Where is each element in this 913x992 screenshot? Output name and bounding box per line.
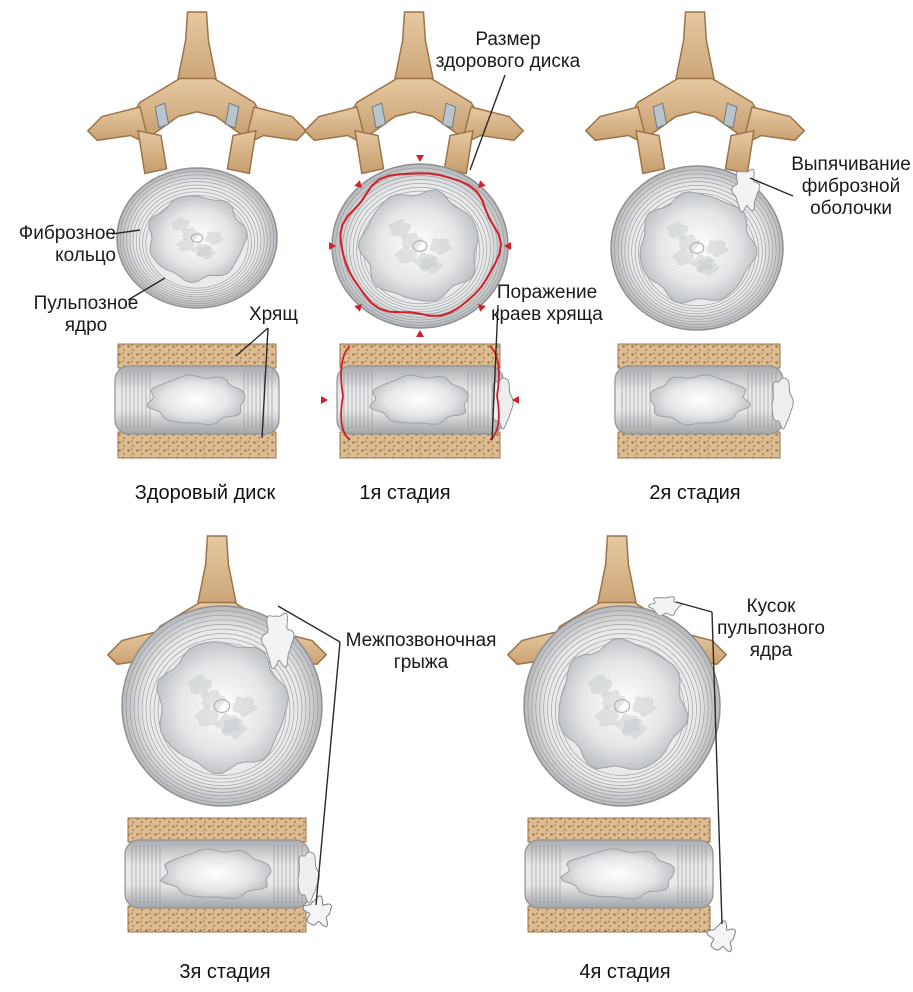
disc-side-stage-1 [337, 344, 513, 458]
vertebra-stage-2 [586, 12, 805, 174]
vertebral-body-upper [128, 818, 306, 842]
label-nucleus-fragment: Кусокпульпозногоядра [706, 596, 836, 662]
caption-stage-4: 4я стадия [550, 960, 700, 984]
vertebral-body-lower [618, 432, 780, 458]
pedicle-right [227, 131, 256, 174]
pressure-arrow [416, 155, 424, 162]
vertebral-body-lower [340, 432, 500, 458]
pedicle-left [138, 131, 167, 174]
vertebral-body-upper [528, 818, 710, 842]
pressure-arrow [354, 180, 362, 188]
vertebral-body-lower [118, 432, 276, 458]
pressure-arrow [478, 180, 486, 188]
nucleus-fragment [707, 921, 736, 952]
disc-top-stage-2 [611, 166, 783, 330]
caption-healthy-disc: Здоровый диск [110, 481, 300, 505]
vertebral-body-lower [128, 906, 306, 932]
label-disc-herniation: Межпозвоночнаягрыжа [336, 630, 506, 674]
vertebral-body-upper [618, 344, 780, 368]
pressure-arrow [354, 304, 362, 312]
pedicle-right [444, 131, 473, 174]
pedicle-left [636, 131, 665, 174]
vertebra-healthy [88, 12, 306, 174]
disc-top-healthy [117, 168, 277, 308]
label-fibrous-bulge: Выпячиваниефибрознойоболочки [790, 154, 912, 220]
lamina [624, 79, 767, 141]
pedicle-right [725, 131, 754, 174]
caption-stage-3: 3я стадия [150, 960, 300, 984]
disc-side-stage-2 [615, 344, 793, 458]
vertebral-body-upper [340, 344, 500, 368]
disc-side-stage-3 [125, 818, 332, 932]
pedicle-left [355, 131, 384, 174]
pressure-arrow [416, 330, 424, 337]
lamina [343, 79, 486, 141]
lamina [126, 79, 268, 141]
disc-side-healthy [115, 344, 279, 458]
label-cartilage: Хрящ [249, 304, 298, 326]
disc-side-stage-4 [525, 818, 736, 952]
caption-stage-2: 2я стадия [620, 481, 770, 505]
caption-stage-1: 1я стадия [330, 481, 480, 505]
disc-top-stage-4 [524, 597, 720, 806]
vertebral-body-upper [118, 344, 276, 368]
pressure-arrow [321, 396, 328, 404]
vertebral-body-lower [528, 906, 710, 932]
disc-top-stage-3 [122, 606, 322, 806]
